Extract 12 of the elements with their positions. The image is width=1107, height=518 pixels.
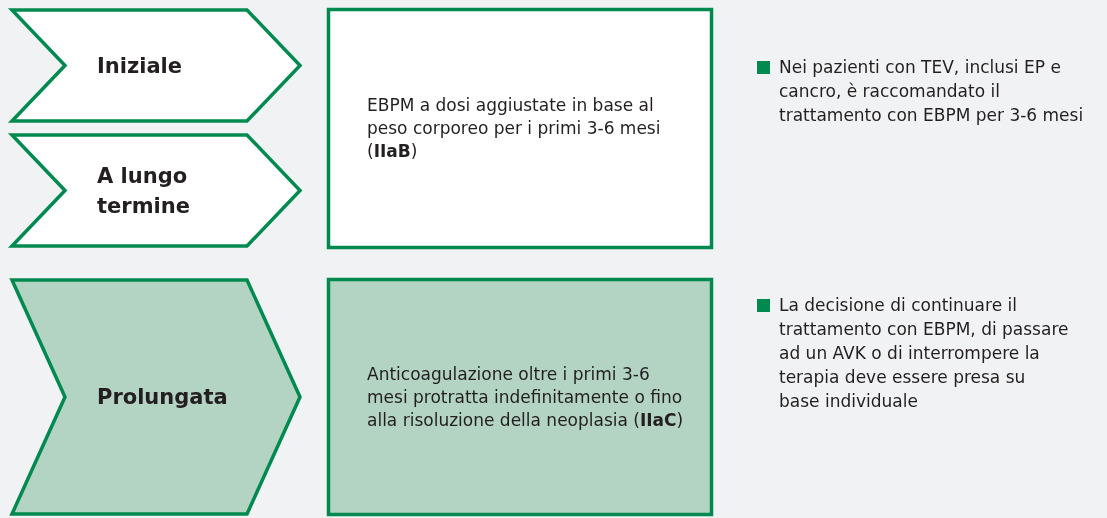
note-text: Nei pazienti con TEV, inclusi EP e cancro, è raccomandato il trattamento con EBPM per 3-6 mesi [779, 56, 1085, 127]
step-label: Prolungata [97, 384, 229, 411]
process-box [327, 278, 713, 516]
box-text: Anticoagulazione oltre i primi 3-6 mesi protratta indefinitamente o fino alla risoluzione della neoplasia (IIaC) [367, 362, 685, 432]
chevron-step [10, 8, 302, 123]
note-text: La decisione di continuare il trattamento con EBPM, di passare ad un AVK o di interrompere la terapia deve essere presa su base individuale [779, 294, 1069, 413]
chevron-step [10, 133, 302, 248]
step-label: A lungo termine [97, 162, 191, 220]
box-text: EBPM a dosi aggiustate in base al peso corporeo per i primi 3-6 mesi (IIaB) [367, 94, 662, 163]
chevron-step [10, 278, 302, 516]
process-box [327, 8, 713, 249]
step-label: Iniziale [97, 52, 183, 80]
